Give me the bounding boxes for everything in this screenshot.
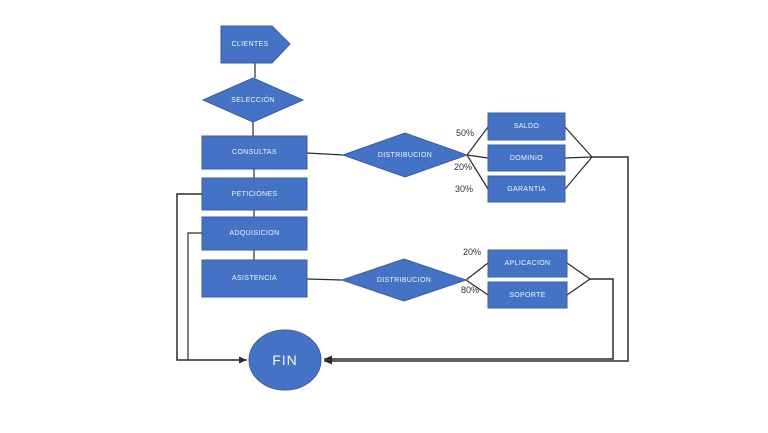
node-garantia-shape[interactable] xyxy=(487,175,566,203)
node-adquisicion-shape[interactable] xyxy=(201,216,308,251)
node-soporte-shape[interactable] xyxy=(487,281,568,309)
connector-distribucion2-soporte xyxy=(465,279,489,296)
node-distribucion1-shape[interactable] xyxy=(341,132,469,178)
node-fin-shape[interactable] xyxy=(248,329,322,391)
connector-adquisicion-fin xyxy=(187,232,202,360)
connector-dominio-merge xyxy=(564,156,593,159)
connector-consultas-distribucion1 xyxy=(306,152,344,156)
node-saldo-shape[interactable] xyxy=(487,112,566,141)
node-clientes-shape[interactable] xyxy=(220,25,291,64)
node-dominio-shape[interactable] xyxy=(487,144,566,172)
connector-asistencia-distribucion2 xyxy=(306,278,343,281)
connector-merge2-fin xyxy=(324,278,614,363)
connector-distribucion1-garantia xyxy=(466,154,489,190)
connector-distribucion1-saldo xyxy=(466,126,489,156)
node-distribucion2-shape[interactable] xyxy=(340,258,468,302)
connector-distribucion1-dominio xyxy=(466,154,489,159)
connector-distribucion2-aplicacion xyxy=(465,262,489,281)
node-seleccion-shape[interactable] xyxy=(201,77,305,123)
node-peticiones-shape[interactable] xyxy=(201,177,308,211)
connector-peticiones-fin xyxy=(176,193,247,364)
node-consultas-shape[interactable] xyxy=(201,135,308,170)
connector-soporte-merge xyxy=(566,278,591,296)
connector-aplicacion-merge xyxy=(566,262,591,280)
node-aplicacion-shape[interactable] xyxy=(487,249,568,278)
connector-garantia-merge xyxy=(564,156,593,190)
connector-saldo-merge xyxy=(564,126,593,158)
node-asistencia-shape[interactable] xyxy=(201,259,308,298)
connector-merge1-fin xyxy=(324,156,629,365)
